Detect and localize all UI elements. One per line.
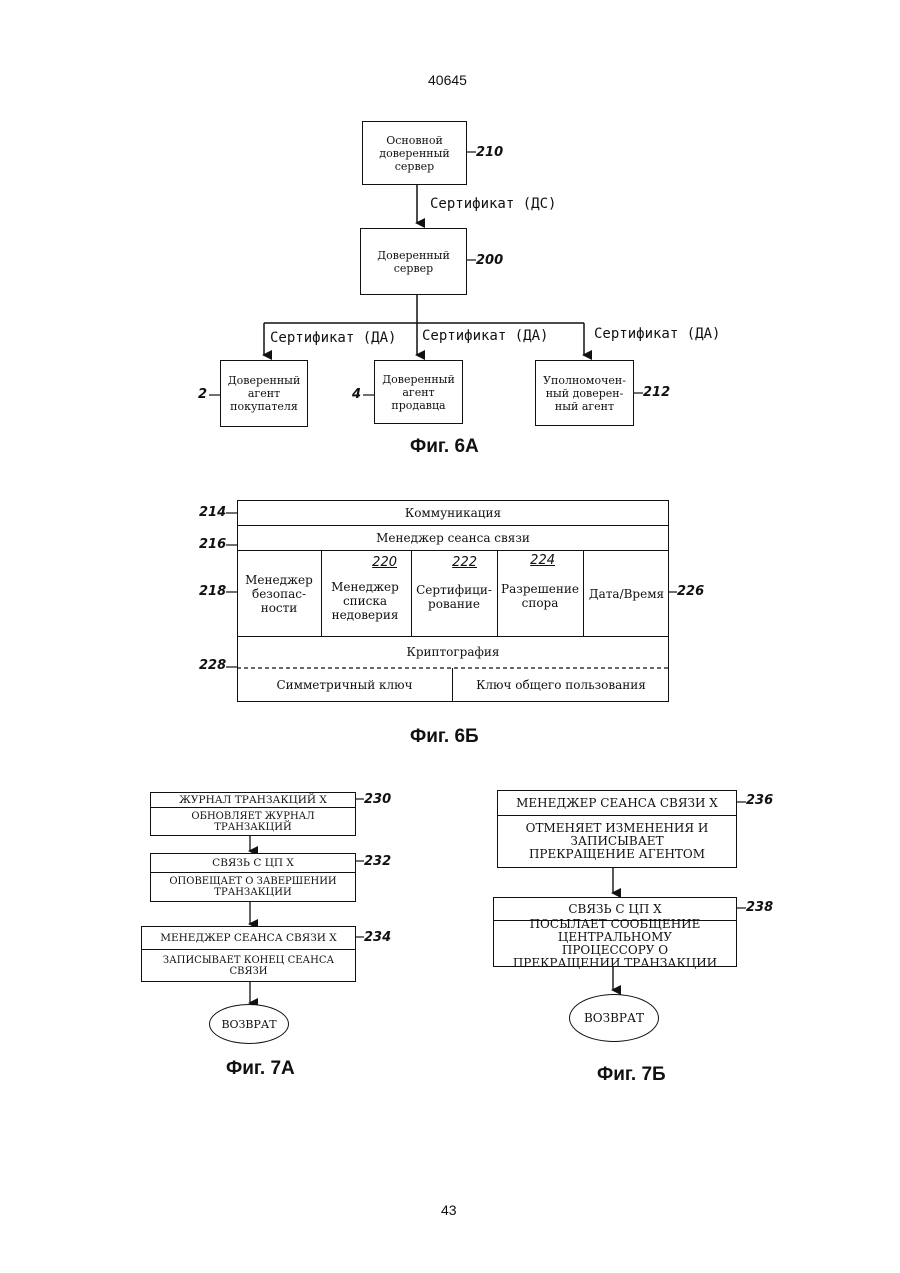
public-key-module: Ключ общего пользования	[453, 668, 669, 702]
seller-trusted-agent-box: Доверенный агент продавца	[374, 360, 463, 424]
security-manager-module: Менеджер безопас-ности	[237, 551, 322, 637]
certificate-da-label-3: Сертификат (ДА)	[594, 326, 720, 342]
transaction-log-body: ОБНОВЛЯЕТ ЖУРНАЛ ТРАНЗАКЦИЙ	[150, 807, 356, 836]
figure-caption-7b: Фиг. 7Б	[597, 1064, 666, 1086]
certificate-ds-label: Сертификат (ДС)	[430, 196, 556, 212]
datetime-module: Дата/Время	[584, 551, 669, 637]
ref-200: 200	[476, 253, 503, 268]
cp-link-head-7a: СВЯЗЬ С ЦП X	[150, 853, 356, 873]
session-manager-head-7b: МЕНЕДЖЕР СЕАНСА СВЯЗИ X	[497, 790, 737, 816]
ref-230: 230	[364, 792, 391, 807]
symmetric-key-module: Симметричный ключ	[237, 668, 453, 702]
ref-232: 232	[364, 854, 391, 869]
figure-caption-7a: Фиг. 7А	[226, 1058, 295, 1080]
ref-214: 214	[199, 505, 226, 520]
figure-caption-6a: Фиг. 6А	[410, 436, 479, 458]
trusted-server-box: Доверенный сервер	[360, 228, 467, 295]
ref-216: 216	[199, 537, 226, 552]
ref-210: 210	[476, 145, 503, 160]
ref-234: 234	[364, 930, 391, 945]
ref-218: 218	[199, 584, 226, 599]
return-oval-7a: ВОЗВРАТ	[209, 1004, 289, 1044]
main-trusted-server-box: Основной доверенный сервер	[362, 121, 467, 185]
figure-caption-6b: Фиг. 6Б	[410, 726, 479, 748]
return-oval-7b: ВОЗВРАТ	[569, 994, 659, 1042]
ref-236: 236	[746, 793, 773, 808]
certificate-da-label-2: Сертификат (ДА)	[422, 328, 548, 344]
ref-226: 226	[677, 584, 704, 599]
cp-link-body-7a: ОПОВЕЩАЕТ О ЗАВЕРШЕНИИ ТРАНЗАКЦИИ	[150, 872, 356, 902]
ref-2: 2	[198, 387, 207, 402]
session-manager-body-7a: ЗАПИСЫВАЕТ КОНЕЦ СЕАНСА СВЯЗИ	[141, 949, 356, 982]
ref-222: 222	[452, 555, 477, 570]
page-number: 43	[441, 1202, 457, 1218]
ref-4: 4	[352, 387, 361, 402]
certification-label: Сертифици-рование	[412, 573, 496, 621]
ref-238: 238	[746, 900, 773, 915]
cp-link-body-7b: ПОСЫЛАЕТ СООБЩЕНИЕ ЦЕНТРАЛЬНОМУ ПРОЦЕССО…	[493, 920, 737, 967]
cryptography-layer: Криптография	[237, 637, 669, 667]
session-manager-head-7a: МЕНЕДЖЕР СЕАНСА СВЯЗИ X	[141, 926, 356, 950]
ref-212: 212	[643, 385, 670, 400]
dispute-resolution-module: 224 Разрешение спора	[498, 551, 584, 637]
session-manager-body-7b: ОТМЕНЯЕТ ИЗМЕНЕНИЯ И ЗАПИСЫВАЕТ ПРЕКРАЩЕ…	[497, 815, 737, 868]
ref-224: 224	[530, 553, 555, 568]
buyer-trusted-agent-box: Доверенный агент покупателя	[220, 360, 308, 427]
session-manager-layer: Менеджер сеанса связи	[237, 526, 669, 551]
blacklist-manager-label: Менеджер списка недоверия	[322, 573, 408, 629]
document-number: 40645	[428, 72, 467, 88]
blacklist-manager-module: 220 Менеджер списка недоверия	[322, 551, 412, 637]
dispute-resolution-label: Разрешение спора	[498, 571, 582, 621]
authorized-trusted-agent-box: Уполномочен-ный доверен-ный агент	[535, 360, 634, 426]
transaction-log-head: ЖУРНАЛ ТРАНЗАКЦИЙ X	[150, 792, 356, 808]
certification-module: 222 Сертифици-рование	[412, 551, 498, 637]
communication-layer: Коммуникация	[237, 500, 669, 526]
certificate-da-label-1: Сертификат (ДА)	[270, 330, 396, 346]
ref-220: 220	[372, 555, 397, 570]
ref-228: 228	[199, 658, 226, 673]
